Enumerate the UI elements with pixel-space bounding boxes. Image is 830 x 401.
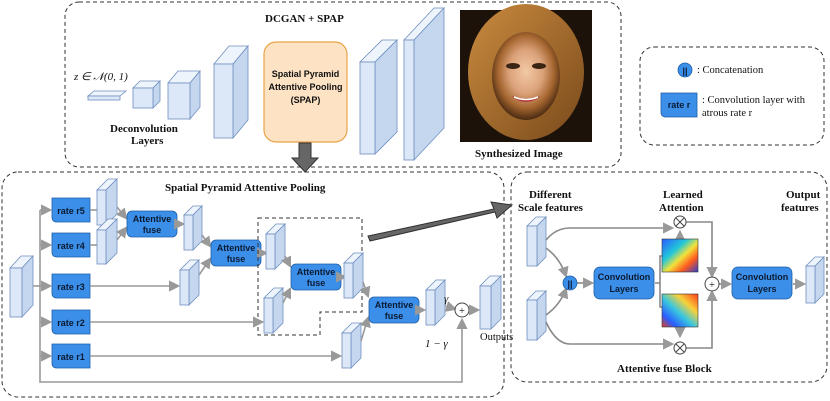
output-feature-map: [479, 275, 502, 330]
fuse2-inputs: [198, 234, 212, 276]
one-minus-gamma: 1 − γ: [425, 338, 448, 350]
gen-cube-2: [403, 6, 445, 162]
multiply-symbol-2: [675, 343, 685, 353]
deconv-cube-3: [213, 44, 249, 140]
gamma-label: γ: [444, 293, 449, 305]
feat-r3: [179, 259, 200, 306]
fuse1-line2: fuse: [143, 225, 162, 235]
sum-symbol: +: [459, 306, 465, 317]
fuse-block-title: Attentive fuse Block: [617, 363, 713, 375]
svg-text:rate r4: rate r4: [57, 241, 85, 251]
gen-cube-1: [359, 39, 398, 155]
concat-symbol: ||: [682, 66, 687, 76]
feat-fuse4: [425, 279, 446, 326]
feat-fuse3: [343, 252, 364, 299]
output-features-1: Output: [786, 189, 821, 201]
svg-text:rate r2: rate r2: [57, 318, 85, 328]
input-branches: [33, 204, 468, 383]
fuse-sum-symbol: +: [709, 280, 715, 291]
deconv-label-1: Deconvolution: [110, 123, 178, 135]
feat-r1: [341, 322, 362, 369]
fuse-conv-layers-2: [731, 266, 793, 300]
rate-block-r2: rate r2: [51, 309, 91, 335]
dcgan-spap-frame: [64, 1, 622, 168]
conv2-line1: Convolution: [736, 272, 789, 282]
z-label: z ∈ 𝒩(0, 1): [73, 71, 128, 83]
fuse-conv-layers-1: [593, 266, 655, 300]
fuse-block-frame: [510, 171, 828, 383]
rate-block-r4: rate r4: [51, 232, 91, 258]
learned-2: Attention: [659, 202, 704, 214]
down-arrow: [290, 142, 320, 173]
legend-rate-text: rate r: [668, 100, 691, 110]
fuse-block-arrows: [545, 221, 807, 350]
spap-detail-frame: [1, 171, 505, 398]
r-to-feat-arrows: [90, 209, 97, 246]
diff-scale-2: Scale features: [518, 202, 584, 214]
diff-scale-1: Different: [529, 189, 572, 201]
learned-1: Learned: [663, 189, 703, 201]
highlight-box: [257, 217, 363, 336]
feat-r5: [96, 178, 118, 226]
feat-r2: [263, 287, 284, 334]
multiply-symbol-1: [675, 217, 685, 227]
fuse-input-2: [526, 290, 547, 341]
spap-module-box: [263, 41, 348, 143]
conv-text-1: : Convolution layer with: [702, 95, 806, 106]
fuse-output-feature: [805, 256, 825, 304]
fuse-input-1: [526, 216, 547, 267]
spap-line3: (SPAP): [291, 95, 321, 105]
svg-text:rate r1: rate r1: [57, 352, 85, 362]
gamma-line: [444, 301, 458, 312]
deconv-cube-1: [132, 80, 161, 109]
top-title: DCGAN + SPAP: [265, 13, 344, 25]
fuse3-line2: fuse: [307, 278, 326, 288]
latent-vector: [87, 95, 121, 101]
deconv-label-2: Layers: [131, 135, 164, 147]
rate-block-r5: rate r5: [51, 197, 91, 223]
spap-line1: Spatial Pyramid: [272, 69, 340, 79]
fuse1-inputs: [115, 206, 128, 241]
fuse3-inputs: [280, 255, 292, 304]
fuse3-line1: Attentive: [297, 267, 336, 277]
synth-label: Synthesized Image: [475, 148, 563, 160]
input-feature-map: [9, 254, 34, 319]
fuse2-line2: fuse: [227, 254, 246, 264]
conv-text-2: atrous rate r: [702, 108, 753, 119]
zoom-arrow: [367, 201, 514, 242]
feat-fuse2: [265, 223, 286, 270]
fuse1-line1: Attentive: [133, 214, 172, 224]
legend-frame: [639, 46, 825, 146]
output-features-2: features: [781, 202, 819, 214]
svg-text:rate r3: rate r3: [57, 282, 85, 292]
conv1-line2: Layers: [609, 284, 638, 294]
legend-rate-block: [660, 92, 698, 118]
fuse-sum-node: [704, 276, 720, 292]
spap-line2: Attentive Pooling: [269, 82, 343, 92]
feat-r4: [96, 218, 118, 265]
conv2-line2: Layers: [747, 284, 776, 294]
conv1-line1: Convolution: [598, 272, 651, 282]
attention-map-2: [661, 293, 699, 328]
concat-icon: [677, 62, 693, 78]
fuse2-line1: Attentive: [217, 243, 256, 253]
concat-node: [562, 275, 578, 291]
fuse4-line1: Attentive: [375, 300, 414, 310]
spap-title: Spatial Pyramid Attentive Pooling: [165, 182, 326, 194]
concat-node-symbol: ||: [567, 279, 572, 289]
attention-map-1: [661, 238, 699, 273]
outputs-label: Outputs: [480, 332, 513, 343]
fuse4-inputs: [359, 281, 371, 342]
feat-fuse1: [183, 205, 203, 251]
fuse4-line2: fuse: [385, 311, 404, 321]
latent-vector-top: [86, 90, 128, 97]
rate-block-r1: rate r1: [51, 343, 91, 369]
concat-text: : Concatenation: [697, 65, 764, 76]
deconv-cube-2: [167, 69, 201, 121]
synthesized-face-image: [460, 4, 592, 142]
rate-block-r3: rate r3: [51, 273, 91, 299]
svg-text:rate r5: rate r5: [57, 206, 85, 216]
